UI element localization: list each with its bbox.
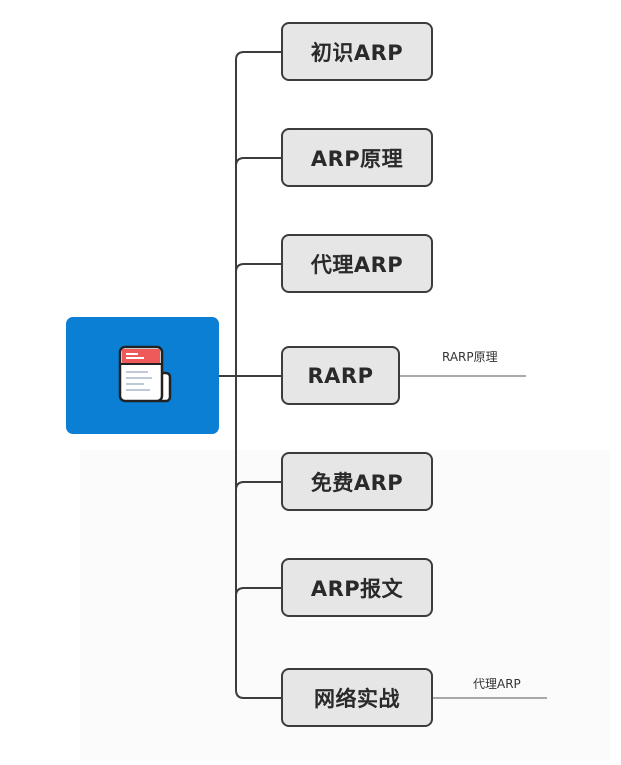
topic-node[interactable]: RARP bbox=[281, 346, 400, 405]
topic-label: 网络实战 bbox=[314, 686, 400, 711]
subtopic-label[interactable]: RARP原理 bbox=[442, 350, 498, 364]
notebook-icon bbox=[118, 345, 172, 403]
branch-line bbox=[235, 481, 281, 491]
topic-label: 代理ARP bbox=[310, 252, 404, 277]
branch-line bbox=[235, 587, 281, 597]
topic-label: 免费ARP bbox=[310, 470, 404, 495]
branch-line bbox=[235, 157, 281, 167]
topic-node[interactable]: ARP报文 bbox=[281, 558, 433, 617]
topic-node[interactable]: 网络实战 bbox=[281, 668, 433, 727]
branch-line bbox=[235, 263, 281, 273]
topic-node[interactable]: 代理ARP bbox=[281, 234, 433, 293]
topic-node[interactable]: ARP原理 bbox=[281, 128, 433, 187]
spine-line bbox=[235, 51, 281, 699]
topic-node[interactable]: 免费ARP bbox=[281, 452, 433, 511]
topic-label: ARP报文 bbox=[310, 576, 404, 601]
root-node[interactable] bbox=[66, 317, 219, 434]
subtopic-label[interactable]: 代理ARP bbox=[473, 677, 521, 691]
topic-label: RARP bbox=[307, 363, 374, 388]
topic-label: 初识ARP bbox=[310, 40, 404, 65]
topic-node[interactable]: 初识ARP bbox=[281, 22, 433, 81]
topic-label: ARP原理 bbox=[310, 146, 404, 171]
